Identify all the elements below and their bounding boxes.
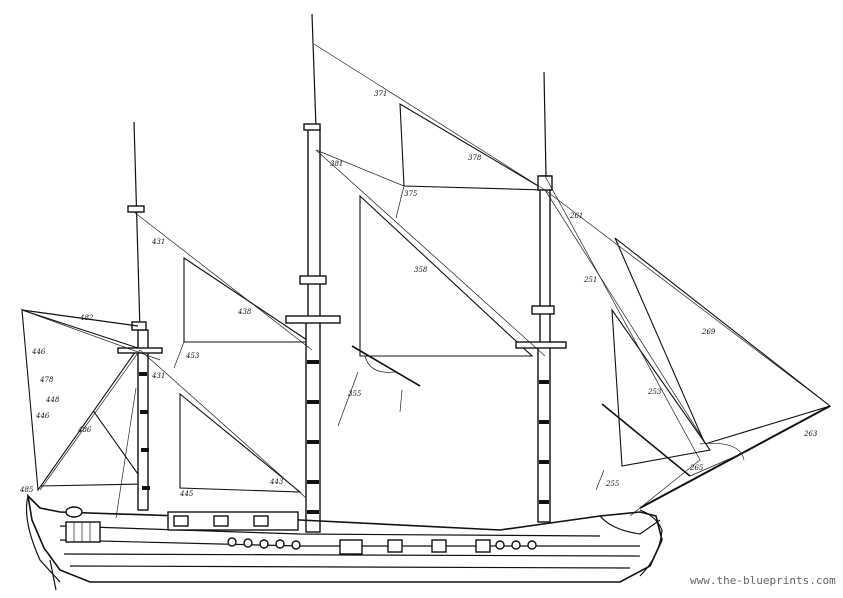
label-485: 485 (19, 486, 34, 494)
label-431: 431 (151, 238, 165, 246)
hull-outline (26, 493, 663, 583)
label-371: 371 (374, 90, 387, 98)
label-378: 378 (468, 154, 482, 162)
label-448: 448 (45, 396, 60, 404)
label-265: 265 (689, 464, 704, 472)
label-255: 255 (605, 480, 620, 488)
label-443: 443 (269, 478, 284, 486)
rigging (21, 43, 831, 519)
label-263: 263 (803, 430, 818, 438)
label-431b: 431 (151, 372, 165, 380)
lateen-upper (21, 309, 139, 492)
label-355: 355 (348, 390, 362, 398)
main-topsail (399, 103, 548, 191)
label-486: 486 (77, 426, 92, 434)
main-staysail (359, 194, 534, 357)
label-445: 445 (179, 490, 194, 498)
gunports (227, 537, 537, 555)
label-375: 375 (404, 190, 418, 198)
label-482: 482 (79, 314, 94, 322)
label-438: 438 (237, 308, 252, 316)
sails (21, 103, 832, 493)
label-358: 358 (414, 266, 428, 274)
fore-mast-lower (537, 345, 551, 523)
label-251: 251 (583, 276, 597, 284)
main-mast-lower (305, 317, 321, 533)
label-269: 269 (701, 328, 716, 336)
jib-sail (614, 237, 832, 445)
label-478: 478 (39, 376, 54, 384)
mizzen-mast-lower (137, 329, 149, 511)
label-253: 253 (647, 388, 662, 396)
masts (117, 13, 567, 533)
label-446b: 446 (35, 412, 50, 420)
part-labels: 371 378 375 381 261 251 269 253 263 265 … (19, 90, 818, 498)
watermark-text: www.the-blueprints.com (690, 574, 836, 587)
hull (25, 493, 663, 591)
label-453: 453 (185, 352, 200, 360)
mizzen-staysail (179, 392, 302, 493)
label-261: 261 (569, 212, 583, 220)
label-381: 381 (330, 160, 343, 168)
label-446: 446 (31, 348, 46, 356)
